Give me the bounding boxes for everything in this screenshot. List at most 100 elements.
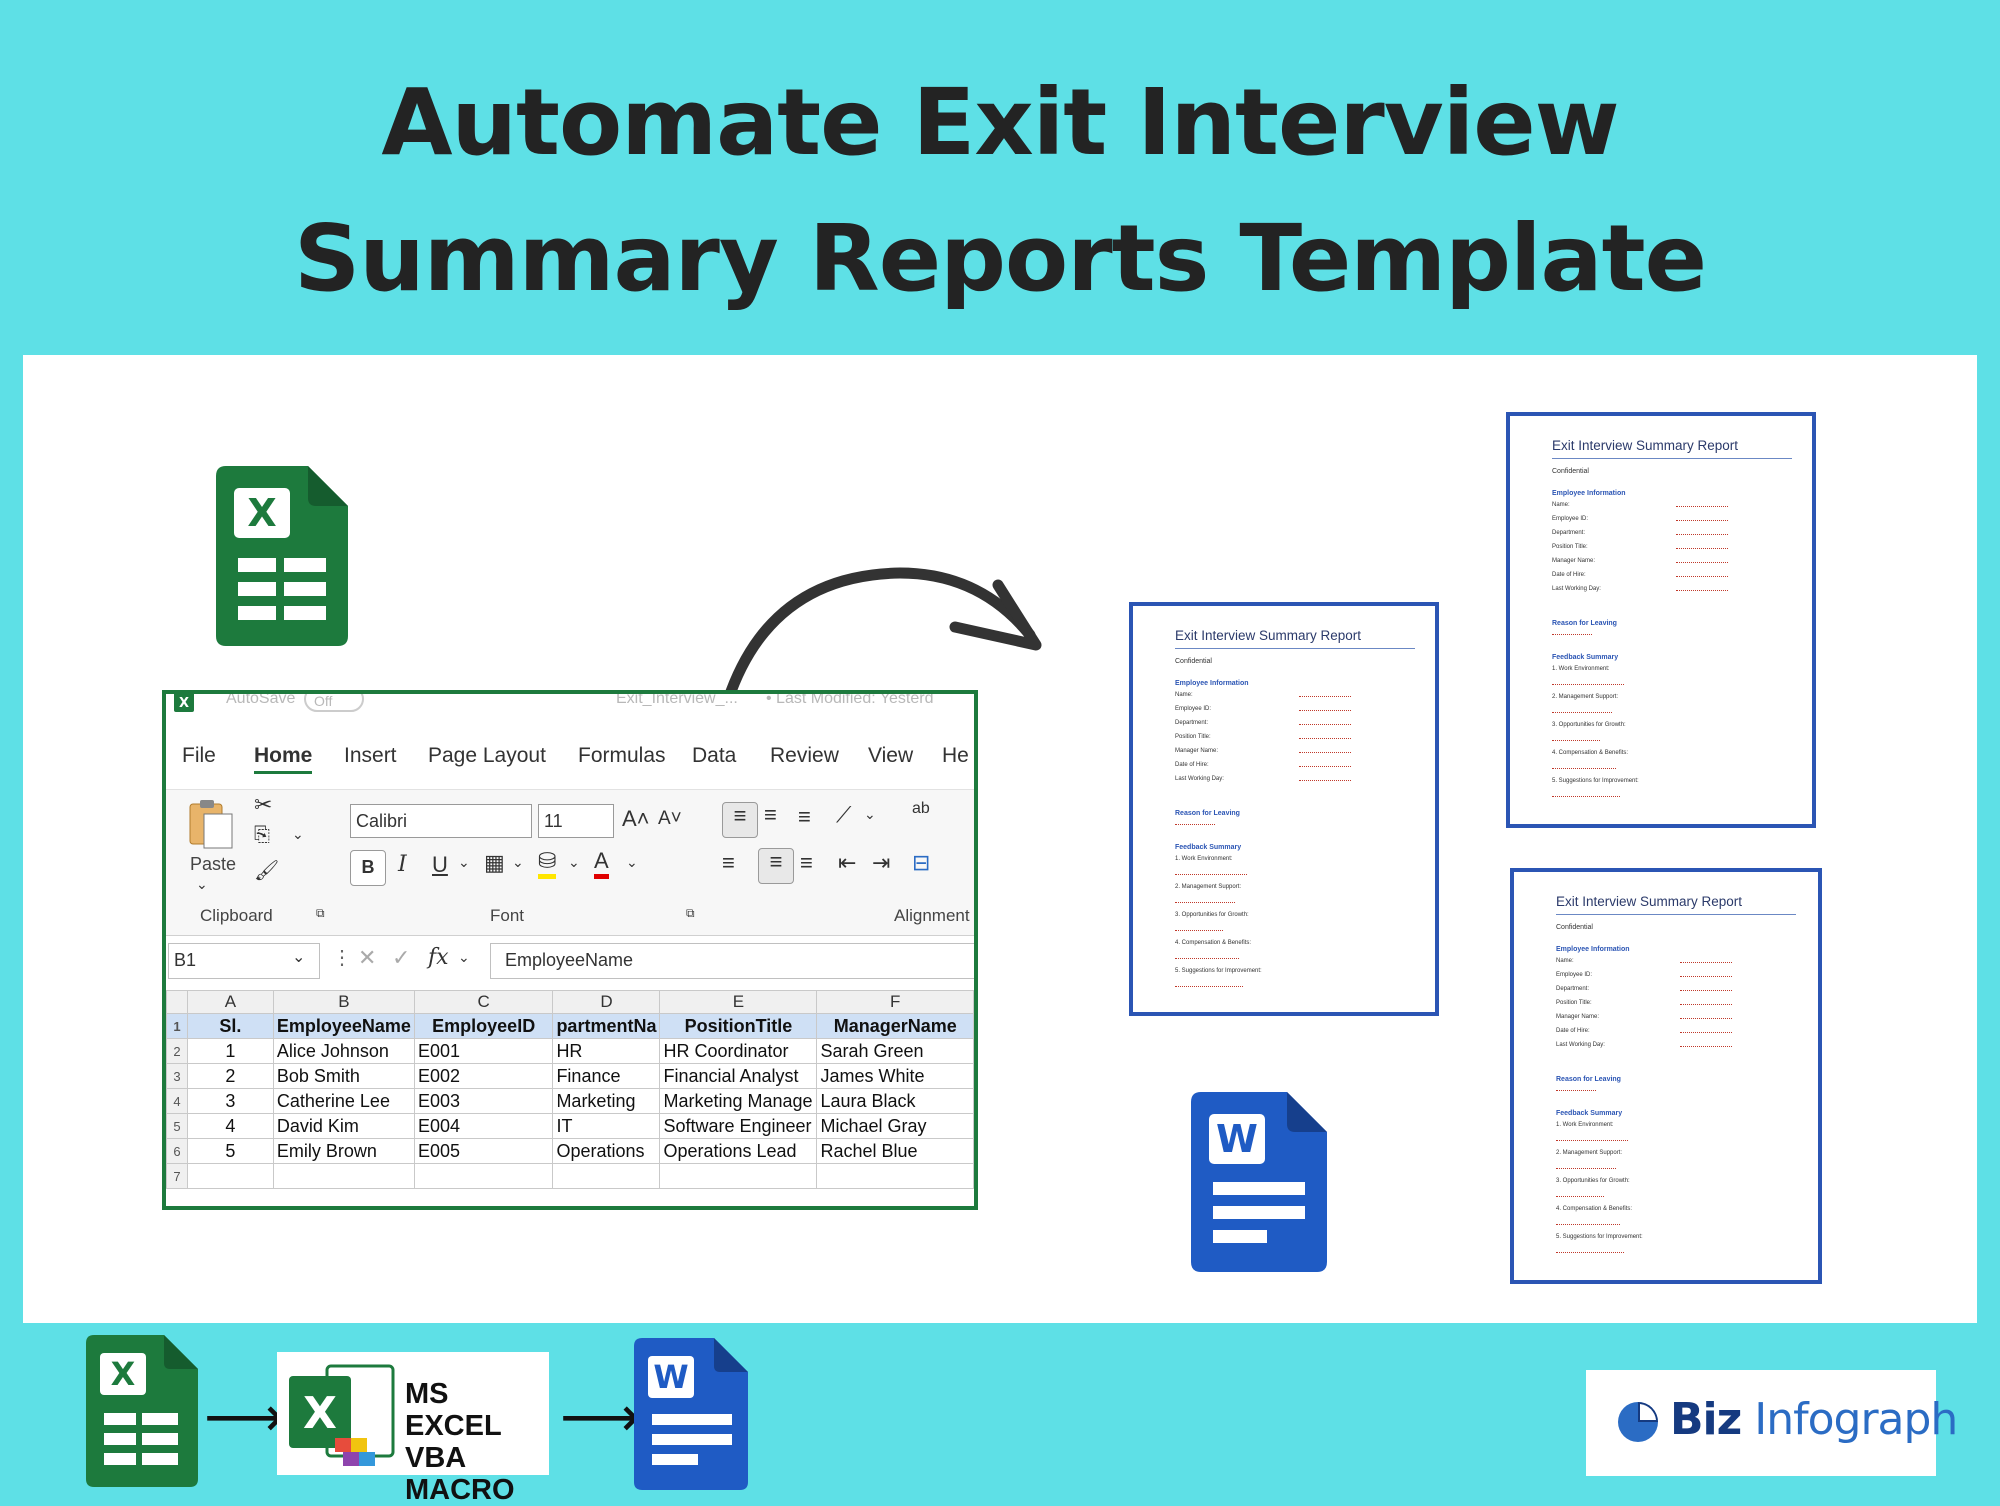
align-bottom-icon[interactable]: ≡ [798, 804, 811, 829]
tab-formulas[interactable]: Formulas [578, 744, 666, 767]
paste-icon[interactable] [188, 798, 234, 850]
insert-function-icon[interactable]: fx [428, 945, 449, 970]
fill-color-icon[interactable]: ⛁ [538, 848, 557, 879]
table-cell[interactable]: E002 [413, 1063, 554, 1089]
table-cell[interactable]: E004 [413, 1113, 554, 1139]
decrease-indent-icon[interactable]: ⇤ [838, 850, 857, 875]
underline-dropdown-icon[interactable]: ⌄ [458, 854, 470, 870]
header-cell[interactable]: ManagerName [816, 1013, 974, 1039]
copy-dropdown-icon[interactable]: ⌄ [292, 826, 304, 842]
clipboard-launcher-icon[interactable]: ⧉ [316, 906, 325, 920]
align-right-icon[interactable]: ≡ [800, 850, 813, 875]
row-number[interactable]: 4 [166, 1088, 188, 1114]
bold-button[interactable]: B [350, 850, 386, 886]
orientation-icon[interactable]: ⟋ [836, 802, 852, 827]
column-header-c[interactable]: C [413, 990, 554, 1014]
row-number[interactable]: 1 [166, 1013, 188, 1039]
column-header-a[interactable]: A [186, 990, 274, 1014]
column-header-b[interactable]: B [272, 990, 415, 1014]
more-options-icon[interactable]: ⋮ [332, 947, 352, 969]
table-cell[interactable]: Financial Analyst [659, 1063, 818, 1089]
copy-icon[interactable]: ⎘ [254, 824, 270, 846]
tab-view[interactable]: View [868, 744, 914, 767]
font-launcher-icon[interactable]: ⧉ [686, 906, 695, 920]
table-cell[interactable] [186, 1163, 274, 1189]
row-number[interactable]: 7 [166, 1163, 188, 1189]
table-cell[interactable]: David Kim [272, 1113, 415, 1139]
tab-help[interactable]: He [942, 744, 969, 767]
header-cell[interactable]: partmentNa [552, 1013, 661, 1039]
table-cell[interactable]: IT [552, 1113, 661, 1139]
header-cell[interactable]: EmployeeID [413, 1013, 554, 1039]
table-cell[interactable] [816, 1163, 974, 1189]
table-cell[interactable]: Operations [552, 1138, 661, 1164]
table-cell[interactable]: Rachel Blue [816, 1138, 974, 1164]
tab-page-layout[interactable]: Page Layout [428, 744, 546, 767]
table-cell[interactable]: E001 [413, 1038, 554, 1064]
table-cell[interactable]: E005 [413, 1138, 554, 1164]
merge-center-icon[interactable]: ⊟ [912, 850, 931, 875]
name-box[interactable]: B1 [168, 943, 320, 979]
font-size-select[interactable]: 11 [538, 804, 614, 838]
enter-icon[interactable]: ✓ [392, 945, 411, 970]
table-cell[interactable]: HR Coordinator [659, 1038, 818, 1064]
align-center-icon[interactable]: ≡ [758, 848, 794, 884]
align-middle-icon[interactable]: ≡ [764, 802, 777, 827]
table-cell[interactable] [552, 1163, 661, 1189]
row-number[interactable]: 6 [166, 1138, 188, 1164]
column-header-d[interactable]: D [552, 990, 661, 1014]
decrease-font-icon[interactable]: A˅ [658, 808, 682, 829]
header-cell[interactable]: PositionTitle [659, 1013, 818, 1039]
column-header-f[interactable]: F [816, 990, 974, 1014]
table-cell[interactable]: 3 [186, 1088, 274, 1114]
tab-home[interactable]: Home [254, 744, 313, 774]
table-cell[interactable]: 4 [186, 1113, 274, 1139]
header-cell[interactable]: Sl. [186, 1013, 274, 1039]
tab-file[interactable]: File [182, 744, 216, 767]
cancel-icon[interactable]: ✕ [358, 945, 377, 970]
formula-input[interactable]: EmployeeName [490, 943, 974, 979]
autosave-toggle[interactable]: Off [304, 694, 364, 712]
underline-button[interactable]: U [432, 852, 448, 877]
table-cell[interactable]: Software Engineer [659, 1113, 818, 1139]
fx-dropdown-icon[interactable]: ⌄ [458, 949, 470, 965]
table-cell[interactable]: Sarah Green [816, 1038, 974, 1064]
table-cell[interactable]: 5 [186, 1138, 274, 1164]
column-header-e[interactable]: E [659, 990, 818, 1014]
row-number[interactable]: 5 [166, 1113, 188, 1139]
table-cell[interactable]: James White [816, 1063, 974, 1089]
table-cell[interactable]: Marketing Manage [659, 1088, 818, 1114]
table-cell[interactable]: Bob Smith [272, 1063, 415, 1089]
align-top-icon[interactable]: ≡ [722, 802, 758, 838]
table-cell[interactable] [272, 1163, 415, 1189]
align-left-icon[interactable]: ≡ [722, 850, 735, 875]
increase-font-icon[interactable]: A˄ [622, 806, 650, 831]
increase-indent-icon[interactable]: ⇥ [872, 850, 891, 875]
table-cell[interactable]: Catherine Lee [272, 1088, 415, 1114]
table-cell[interactable]: Marketing [552, 1088, 661, 1114]
table-cell[interactable]: 2 [186, 1063, 274, 1089]
table-cell[interactable] [659, 1163, 818, 1189]
table-cell[interactable]: Michael Gray [816, 1113, 974, 1139]
header-cell[interactable]: EmployeeName [272, 1013, 415, 1039]
tab-data[interactable]: Data [692, 744, 737, 767]
paste-dropdown-icon[interactable]: ⌄ [196, 876, 208, 892]
name-box-dropdown-icon[interactable]: ⌄ [292, 949, 306, 966]
table-cell[interactable] [413, 1163, 554, 1189]
table-cell[interactable]: HR [552, 1038, 661, 1064]
font-color-icon[interactable]: A [594, 848, 609, 879]
orientation-dropdown-icon[interactable]: ⌄ [864, 806, 876, 822]
table-cell[interactable]: Operations Lead [659, 1138, 818, 1164]
table-cell[interactable]: E003 [413, 1088, 554, 1114]
cut-icon[interactable]: ✂ [254, 792, 273, 817]
tab-insert[interactable]: Insert [344, 744, 397, 767]
row-number[interactable]: 3 [166, 1063, 188, 1089]
row-number[interactable]: 2 [166, 1038, 188, 1064]
tab-review[interactable]: Review [770, 744, 839, 767]
borders-dropdown-icon[interactable]: ⌄ [512, 854, 524, 870]
italic-button[interactable]: I [398, 852, 407, 877]
corner-cell[interactable] [166, 990, 188, 1014]
table-cell[interactable]: Finance [552, 1063, 661, 1089]
table-cell[interactable]: Emily Brown [272, 1138, 415, 1164]
paste-label[interactable]: Paste [190, 854, 237, 874]
